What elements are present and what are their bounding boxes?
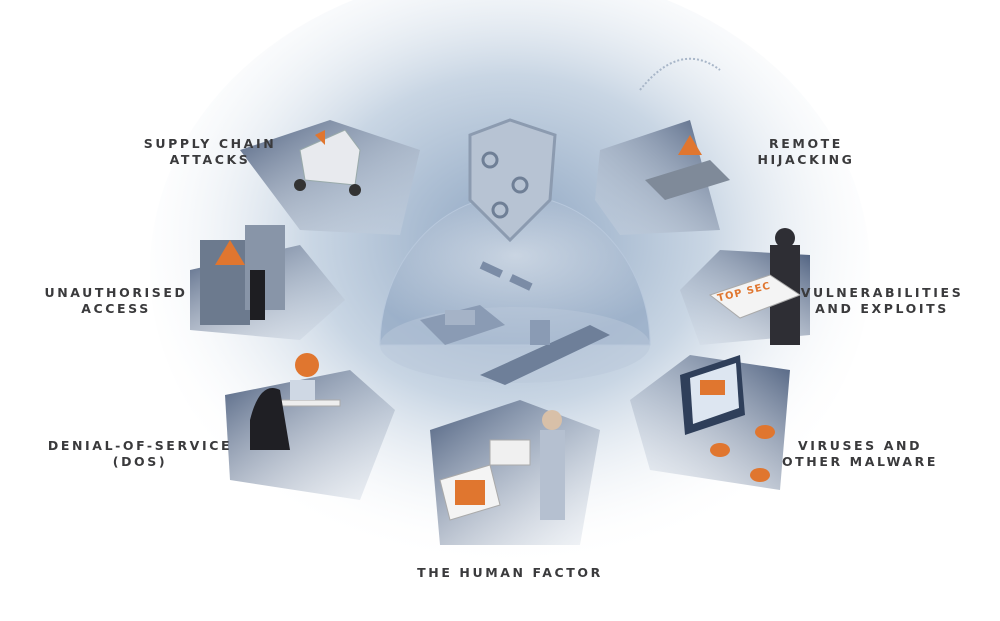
label-line: OTHER MALWARE (781, 454, 939, 469)
bug-icons (710, 425, 775, 482)
error-icon (295, 353, 319, 377)
trojan-horse-icon (294, 129, 361, 196)
label-line: SUPPLY CHAIN (143, 136, 277, 151)
hacker-figure (250, 270, 265, 320)
warship-icon (480, 320, 610, 385)
soldier-phone-icon (439, 410, 565, 521)
warning-icon (215, 240, 245, 265)
label-line: REMOTE (769, 136, 843, 151)
spy-icon (708, 228, 802, 345)
label-line: UNAUTHORISED (44, 285, 188, 300)
label-line: ATTACKS (169, 152, 251, 167)
label-unauthorised-access: UNAUTHORISED ACCESS (44, 285, 187, 317)
router-icon (489, 439, 531, 466)
label-viruses-and-malware: VIRUSES AND OTHER MALWARE (782, 438, 938, 470)
label-line: THE HUMAN FACTOR (417, 565, 603, 580)
label-denial-of-service: DENIAL-OF-SERVICE (DOS) (48, 438, 232, 470)
label-human-factor: THE HUMAN FACTOR (417, 565, 603, 581)
label-line: (DOS) (112, 454, 168, 469)
hacker-desk-icon (250, 353, 341, 450)
document-icon (708, 274, 802, 319)
infected-monitor-icon (680, 355, 745, 435)
label-line: DENIAL-OF-SERVICE (47, 438, 233, 453)
label-line: HIJACKING (757, 152, 855, 167)
panel-human-factor (430, 400, 600, 545)
satellite-icon (479, 261, 533, 291)
label-remote-hijacking: REMOTE HIJACKING (757, 136, 854, 168)
label-line: VULNERABILITIES (800, 285, 964, 300)
label-line: VIRUSES AND (797, 438, 923, 453)
label-supply-chain-attacks: SUPPLY CHAIN ATTACKS (144, 136, 277, 168)
tank-icon (420, 305, 505, 345)
server-rack-icon (200, 225, 285, 325)
hijacked-tank-icon (639, 57, 730, 200)
puppeteer-hand (639, 57, 721, 91)
warning-icon (678, 135, 702, 155)
label-line: ACCESS (81, 301, 151, 316)
label-line: AND EXPLOITS (815, 301, 949, 316)
shield-icon (468, 118, 557, 243)
label-vulnerabilities-and-exploits: VULNERABILITIES AND EXPLOITS (801, 285, 964, 317)
